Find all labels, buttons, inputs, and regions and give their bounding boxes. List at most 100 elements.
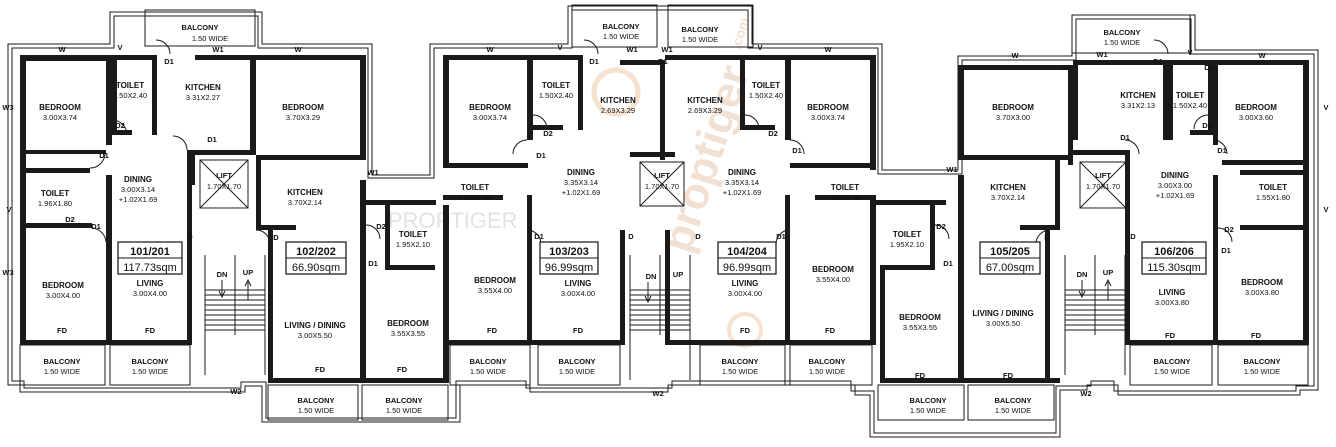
room-dimension: 3.00X3.74 [811,113,845,122]
room-dimension: 3.00X4.00 [46,291,80,300]
stairs-mid [629,161,691,380]
window-tag: W3 [2,103,13,112]
door-tag: D1 [536,151,546,160]
ventilator-tag: V [117,43,122,52]
door-tag: D1 [368,259,378,268]
room-label: BEDROOM [1241,278,1283,287]
balcony-label: BALCONY [681,25,718,34]
room-dimension: 3.00X3.00 [1158,181,1192,190]
opening-tags: W W W W W W W1 W1 W1 W1 W1 W1 W2 W2 W2 W… [2,43,1328,398]
room-label: LIVING / DINING [284,321,345,330]
room-dimension: 1.55X1.80 [828,193,862,202]
unit-number: 104/204 [727,246,768,258]
door-tag: D2 [65,215,75,224]
window-tag: W1 [661,45,672,54]
french-door-tag: FD [740,326,751,335]
balcony-label: BALCONY [43,357,80,366]
door-tag: D1 [1217,146,1227,155]
window-tag: W [1258,51,1266,60]
brand-domain-watermark: .com [727,15,752,51]
room-label: DINING [1161,171,1189,180]
balcony-width: 1.50 WIDE [809,367,845,376]
room-dimension: 3.00X3.80 [1245,288,1279,297]
window-tag: W2 [230,387,241,396]
balcony-width: 1.50 WIDE [995,406,1031,415]
balcony-label: BALCONY [558,357,595,366]
room-label: LIVING [565,279,592,288]
door-tag: D [273,233,279,242]
door-tag: D1 [1221,246,1231,255]
french-door-tag: FD [573,326,584,335]
door-tag: D2 [115,121,125,130]
room-label: TOILET [41,189,69,198]
room-dimension: 1.55X1.80 [458,193,492,202]
unit-area: 115.30sqm [1147,262,1201,274]
stair-down-label: DN [646,272,657,281]
room-dimension: 3.31X2.27 [186,93,220,102]
door-tag: D2 [768,129,778,138]
door-tag: D [1130,232,1136,241]
balcony-label: BALCONY [385,396,422,405]
unit-box: 102/202 66.90sqm [285,241,347,275]
door-tag: D [628,232,634,241]
balcony-label: BALCONY [181,23,218,32]
balcony-label: BALCONY [1103,28,1140,37]
room-label: TOILET [542,81,570,90]
room-label: LIVING / DINING [972,309,1033,318]
door-tag: D2 [1224,225,1234,234]
balcony-label: BALCONY [994,396,1031,405]
unit-area: 66.90sqm [292,262,340,274]
window-tag: W2 [652,389,663,398]
room-label: BEDROOM [282,103,324,112]
french-door-tag: FD [57,326,68,335]
balcony-width: 1.50 WIDE [44,367,80,376]
window-tag: W1 [212,45,223,54]
unit-box: 105/205 67.00sqm [979,241,1041,275]
ventilator-tag: V [6,205,11,214]
balcony-width: 1.50 WIDE [910,406,946,415]
balcony-label: BALCONY [297,396,334,405]
room-dimension: 1.95X2.10 [396,240,430,249]
room-label: TOILET [893,230,921,239]
outer-outline [7,5,1319,438]
balcony-frames [19,4,1309,421]
french-door-tag: FD [315,365,326,374]
room-dimension: 2.69X3.29 [601,106,635,115]
window-tag: W3 [2,268,13,277]
room-dimension: 3.00X5.50 [986,319,1020,328]
window-tag: W1 [367,168,378,177]
room-dimension: 3.00X4.00 [728,289,762,298]
lift-label: LIFT [1095,171,1111,180]
room-dimension: 1.96X1.80 [38,199,72,208]
window-tag: W1 [626,45,637,54]
ventilator-tag: V [1323,205,1328,214]
window-tag: W2 [1080,389,1091,398]
balcony-width: 1.50 WIDE [1104,38,1140,47]
door-swings [89,39,1233,245]
room-label: LIVING [137,279,164,288]
door-tag: D1 [534,232,544,241]
room-dimension: 1.50X2.40 [749,91,783,100]
room-label: TOILET [752,81,780,90]
room-dimension: 3.31X2.13 [1121,101,1155,110]
french-door-tag: FD [487,326,498,335]
balcony-width: 1.50 WIDE [192,34,228,43]
door-tag: D2 [936,222,946,231]
door-tag: D2 [1202,121,1212,130]
french-door-tag: FD [397,365,408,374]
room-dimension: 3.00X3.60 [1239,113,1273,122]
room-label: KITCHEN [687,96,723,105]
room-label: KITCHEN [287,188,323,197]
room-label: TOILET [831,183,859,192]
balcony-label: BALCONY [1153,357,1190,366]
room-label: DINING [124,175,152,184]
logo-ring-icon [727,312,763,348]
room-dimension: +1.02X1.69 [562,188,601,197]
ventilator-tag: V [1187,48,1192,57]
room-label: BEDROOM [992,103,1034,112]
balcony-width: 1.50 WIDE [559,367,595,376]
room-dimension: 3.00X3.74 [473,113,507,122]
room-label: BEDROOM [387,319,429,328]
room-label: KITCHEN [1120,91,1156,100]
door-tag: D [187,232,193,241]
